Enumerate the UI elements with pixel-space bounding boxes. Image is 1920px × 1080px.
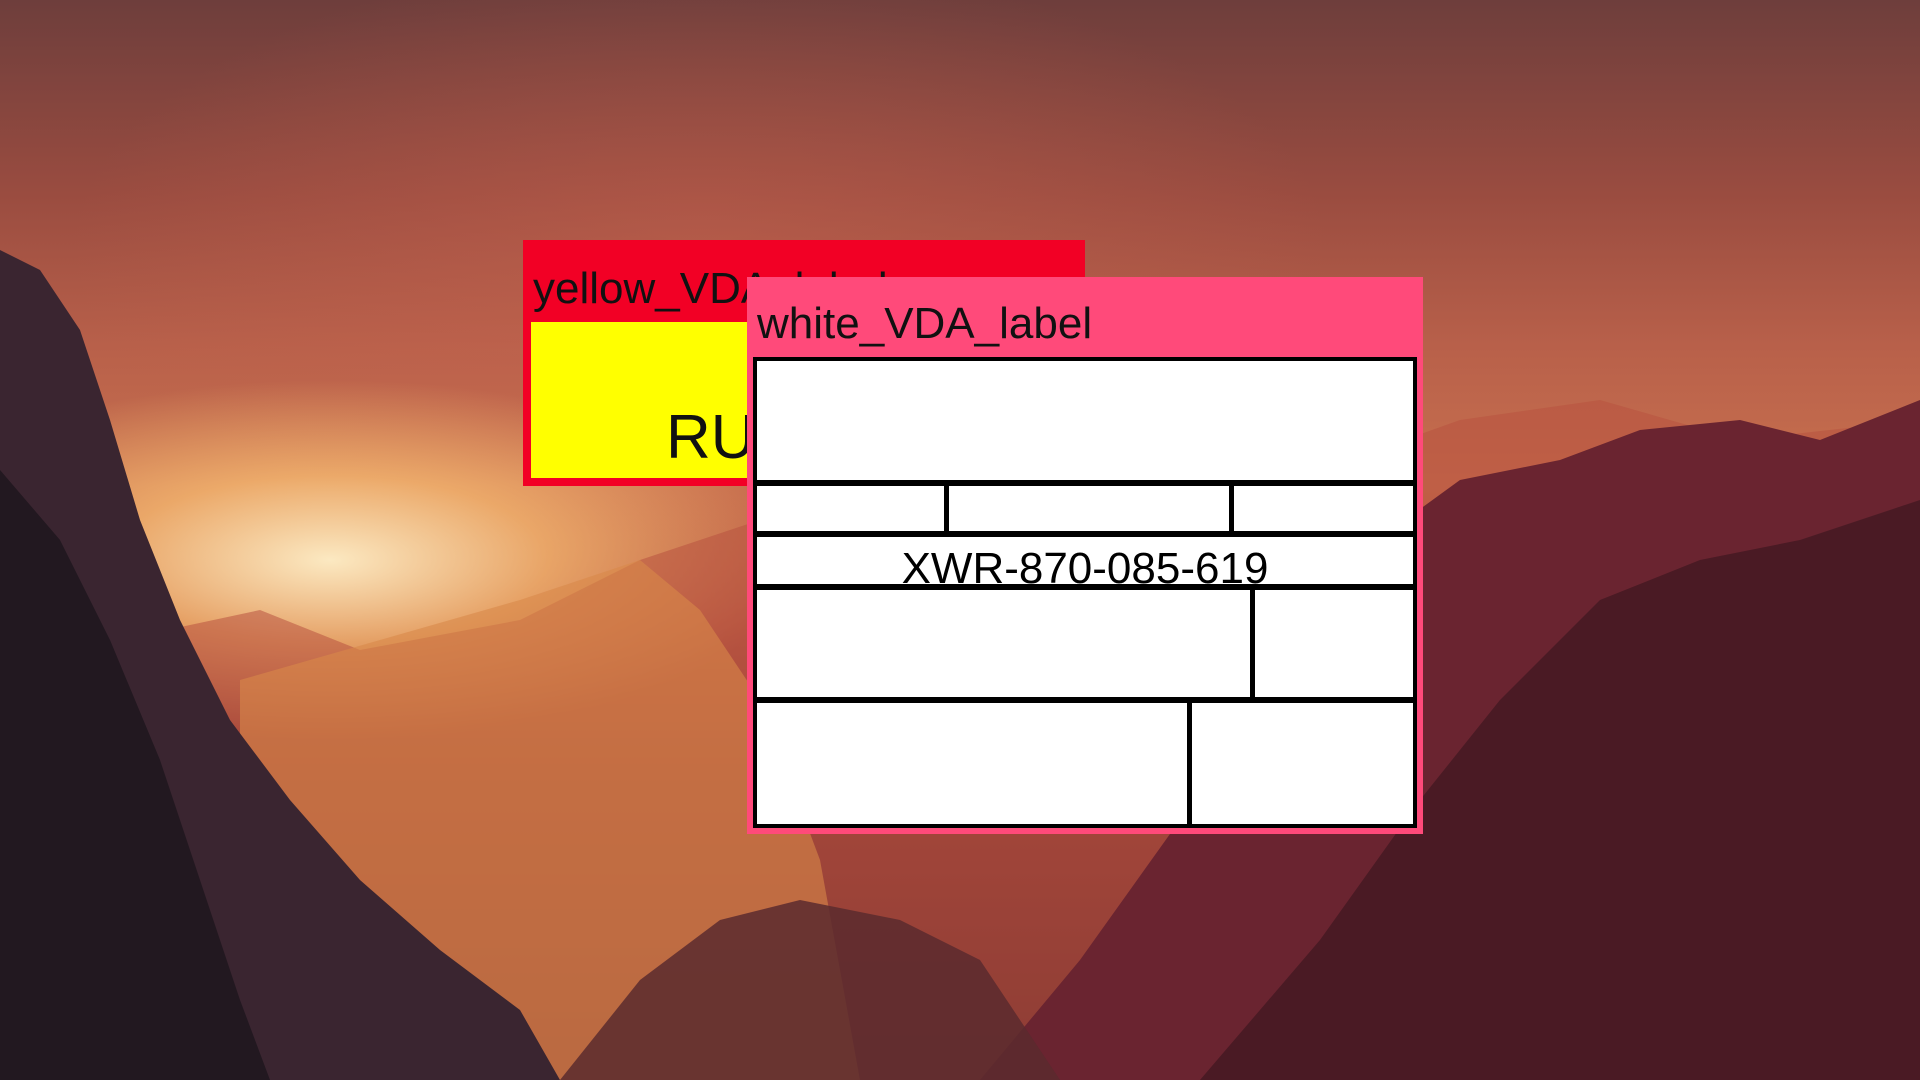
white-vda-label-window[interactable]: white_VDA_label XWR-870-085-619 bbox=[747, 277, 1423, 834]
grid-line bbox=[757, 697, 1413, 703]
grid-line bbox=[1229, 480, 1234, 537]
grid-line bbox=[1187, 697, 1192, 828]
grid-line bbox=[1250, 584, 1255, 703]
grid-line bbox=[757, 531, 1413, 537]
grid-line bbox=[757, 480, 1413, 486]
serial-number: XWR-870-085-619 bbox=[901, 544, 1269, 593]
yellow-label-text: RU bbox=[666, 403, 756, 472]
grid-line bbox=[757, 584, 1413, 590]
vda-label-form: XWR-870-085-619 bbox=[753, 357, 1417, 828]
grid-line bbox=[944, 480, 949, 537]
window-title-white[interactable]: white_VDA_label bbox=[757, 299, 1093, 348]
